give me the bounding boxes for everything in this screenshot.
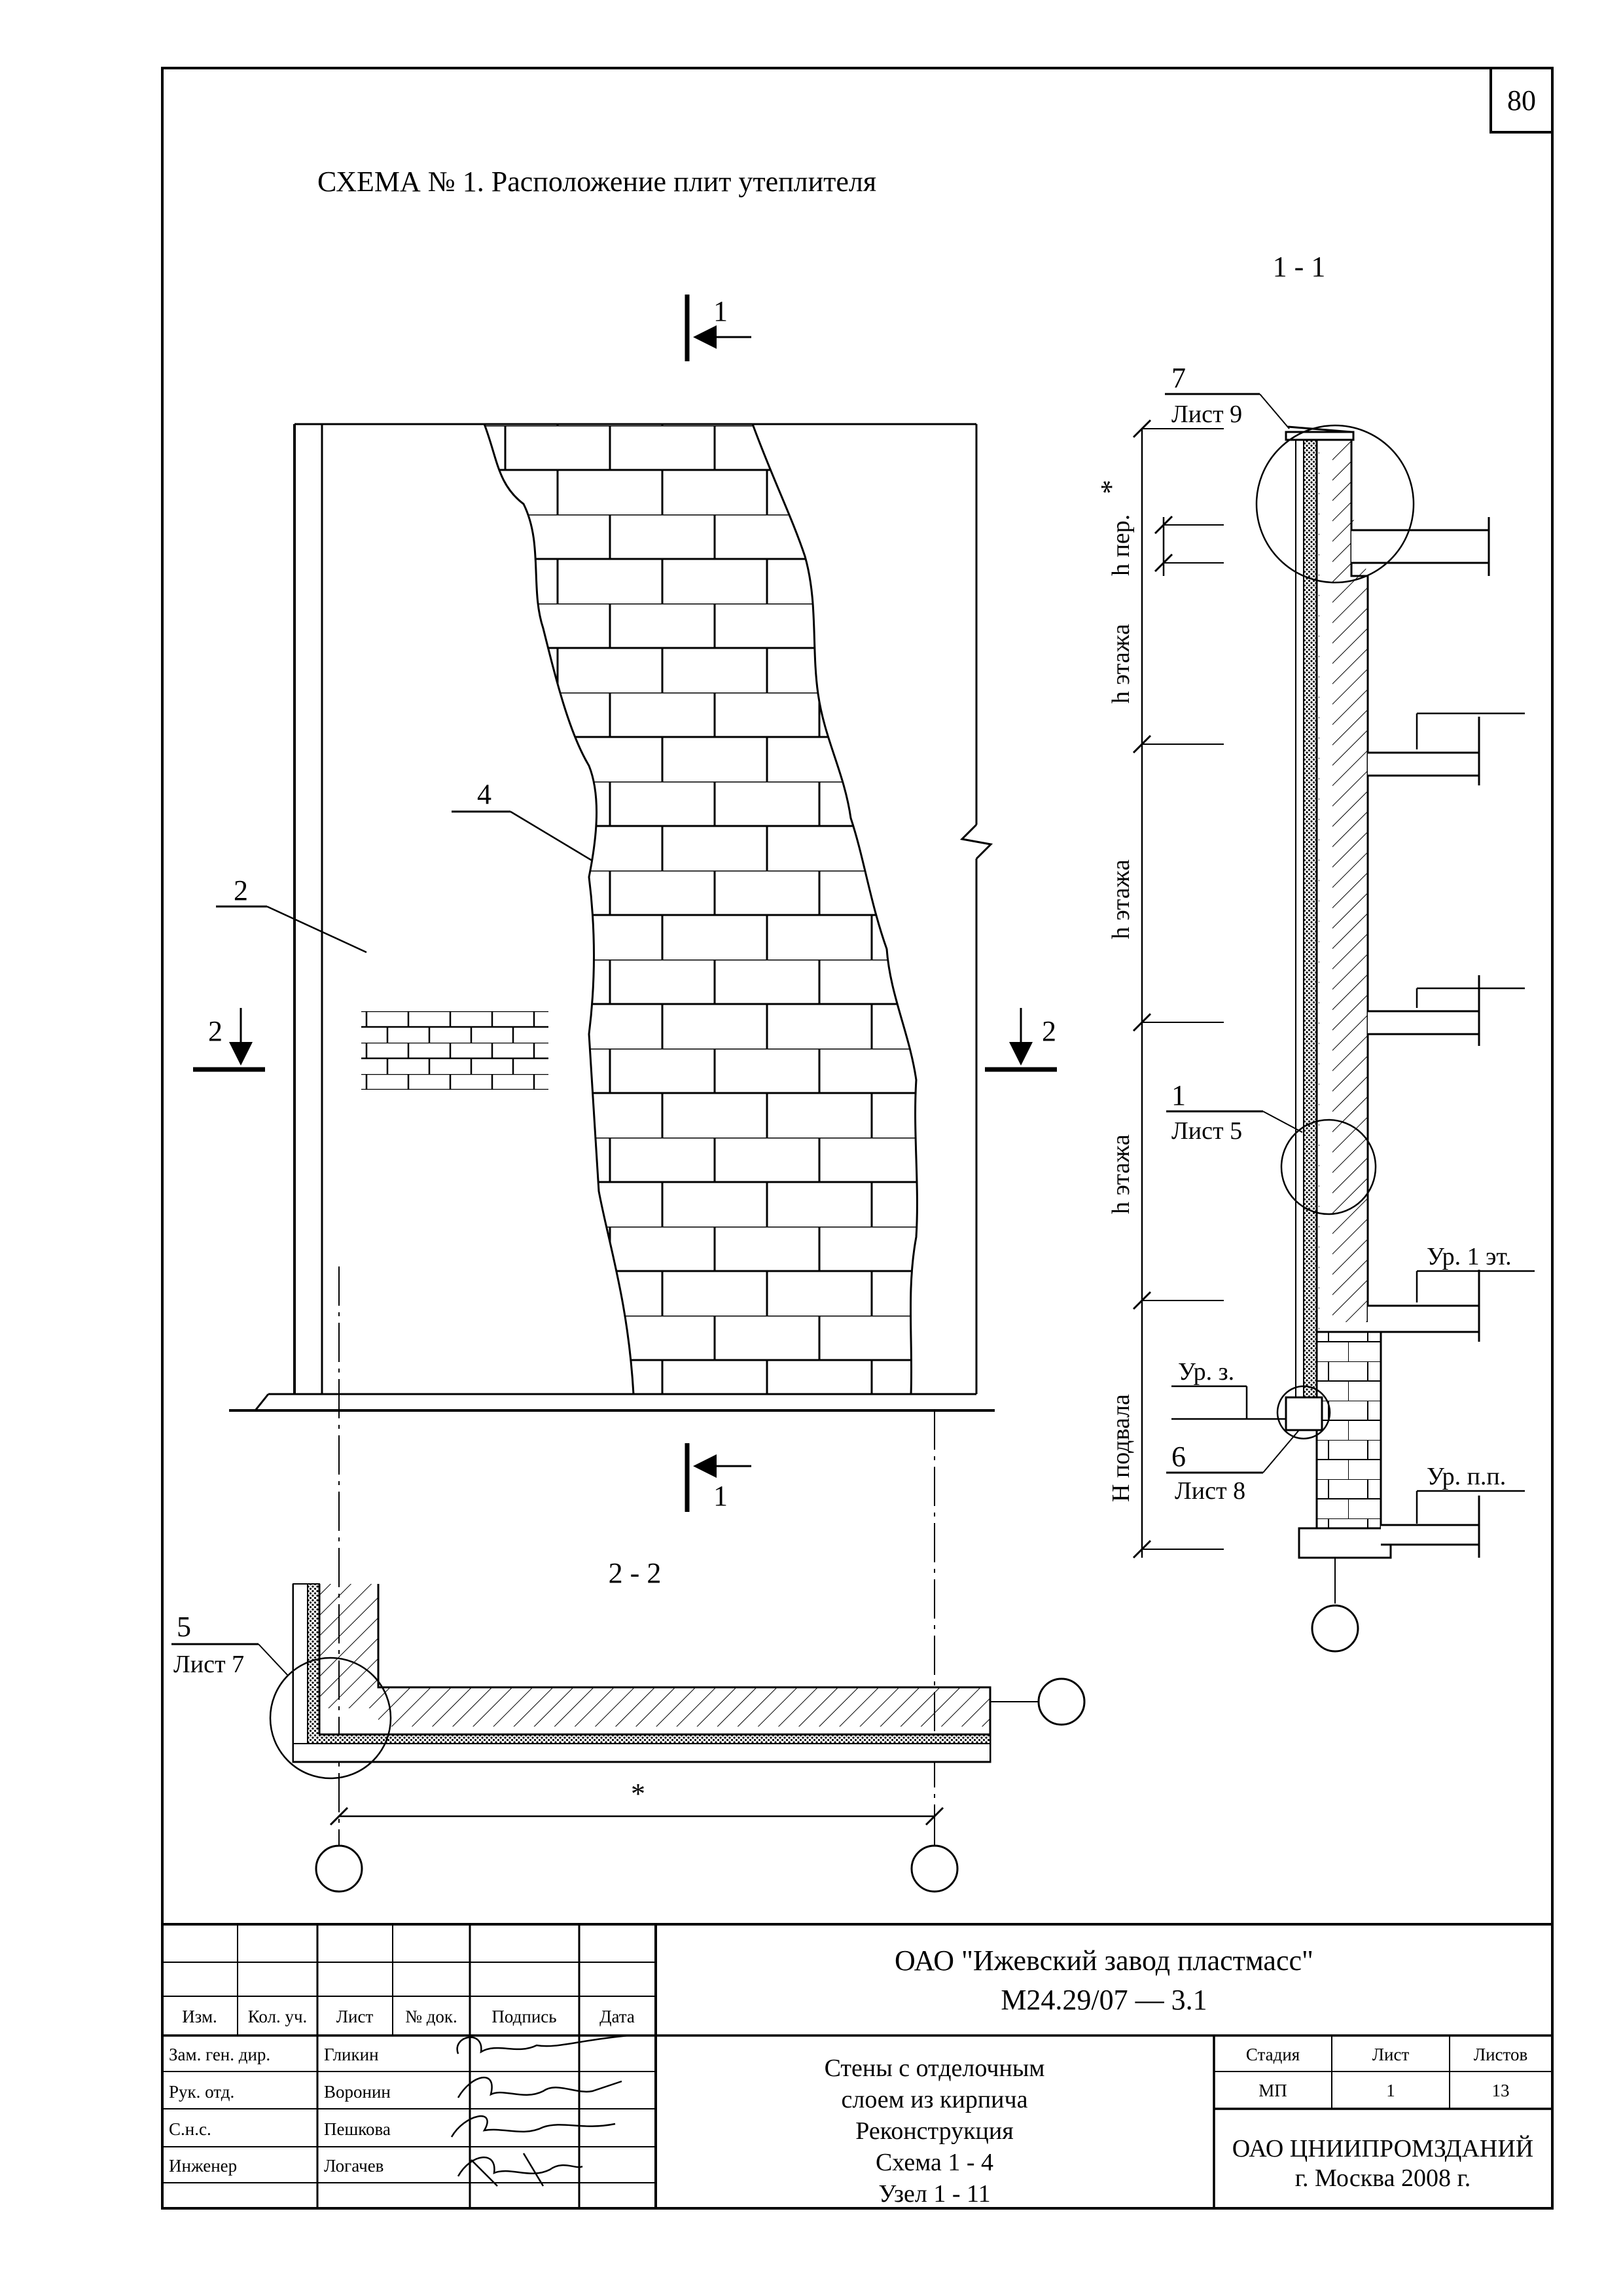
signatures	[450, 2034, 629, 2187]
sheets-label: Листов	[1474, 2045, 1527, 2064]
name-2: Воронин	[324, 2082, 391, 2102]
desc-line-4: Схема 1 - 4	[876, 2149, 993, 2176]
svg-text:2: 2	[1042, 1015, 1056, 1047]
header-izm: Изм.	[182, 2007, 217, 2026]
role-3: С.н.с.	[169, 2119, 211, 2139]
level-floor1: Ур. 1 эт.	[1416, 1243, 1535, 1302]
axis-marker-plan-left	[315, 1844, 363, 1893]
header-signature: Подпись	[491, 2007, 556, 2026]
name-1: Гликин	[324, 2045, 379, 2064]
sheet-label: Лист	[1372, 2045, 1410, 2064]
page-number: 80	[1507, 84, 1536, 117]
dim-h-floor-1: h этажа	[1107, 624, 1135, 704]
header-doc-no: № док.	[405, 2007, 457, 2026]
svg-text:Ур. з.: Ур. з.	[1178, 1358, 1234, 1386]
brick-patch	[360, 1011, 550, 1090]
callout-1: 1 Лист 5	[1166, 1079, 1303, 1145]
plan-section-2-2: *	[269, 1583, 1086, 1893]
stage-value: МП	[1258, 2081, 1287, 2100]
callout-4: 4	[477, 778, 491, 810]
section-1-1	[1255, 424, 1490, 1653]
facade-elevation	[229, 423, 995, 1833]
svg-text:1: 1	[713, 295, 728, 327]
desc-line-1: Стены с отделочным	[825, 2054, 1045, 2082]
section-1-1-title: 1 - 1	[1273, 251, 1326, 283]
desc-line-5: Узел 1 - 11	[878, 2180, 990, 2208]
svg-text:Ур. 1 эт.: Ур. 1 эт.	[1427, 1243, 1512, 1270]
sheets-value: 13	[1492, 2081, 1510, 2100]
desc-line-3: Реконструкция	[855, 2117, 1013, 2145]
callout-2: 2	[234, 874, 248, 906]
svg-text:1: 1	[713, 1480, 728, 1512]
svg-text:7: 7	[1171, 362, 1186, 394]
company: ОАО ЦНИИПРОМЗДАНИЙ	[1232, 2135, 1534, 2162]
detail-circle-5	[269, 1657, 392, 1780]
dim-h-basement: H подвала	[1107, 1394, 1135, 1502]
role-1: Зам. ген. дир.	[169, 2045, 270, 2064]
role-2: Рук. отд.	[169, 2082, 234, 2102]
header-list: Лист	[336, 2007, 374, 2026]
section-cut-1-top: 1	[685, 295, 751, 361]
callout-6: 6 Лист 8	[1166, 1429, 1300, 1505]
sheet-value: 1	[1386, 2081, 1395, 2100]
name-3: Пешкова	[324, 2119, 391, 2139]
dim-h-floor-3: h этажа	[1107, 1134, 1135, 1214]
detail-circle-7	[1255, 424, 1415, 584]
svg-text:6: 6	[1171, 1441, 1186, 1473]
organization: ОАО "Ижевский завод пластмасс"	[895, 1945, 1313, 1977]
svg-text:*: *	[631, 1778, 645, 1810]
section-cut-1-bottom: 1	[685, 1443, 751, 1512]
stage-label: Стадия	[1246, 2045, 1300, 2064]
title-block	[161, 1923, 1554, 2210]
detail-circle-1	[1280, 1119, 1377, 1215]
svg-text:5: 5	[177, 1611, 191, 1643]
svg-text:*: *	[1095, 480, 1127, 494]
svg-text:Ур. п.п.: Ур. п.п.	[1427, 1463, 1506, 1490]
section-cut-2-right: 2	[985, 1008, 1057, 1072]
header-kol-uch: Кол. уч.	[248, 2007, 308, 2026]
axis-marker-section	[1311, 1604, 1359, 1653]
page-number-box: 80	[1489, 67, 1554, 134]
svg-text:Лист 5: Лист 5	[1171, 1117, 1242, 1145]
callout-5: 5 Лист 7	[171, 1611, 289, 1678]
drawing-code: М24.29/07 — 3.1	[1001, 1984, 1207, 2016]
svg-text:Лист 8: Лист 8	[1175, 1477, 1245, 1505]
section-2-2-title: 2 - 2	[609, 1557, 662, 1589]
name-4: Логачев	[324, 2156, 383, 2176]
section-cut-2-left: 2	[193, 1008, 265, 1072]
axis-marker-plan-middle	[910, 1844, 959, 1893]
svg-text:2: 2	[208, 1015, 223, 1047]
header-date: Дата	[599, 2007, 635, 2026]
desc-line-2: слоем из кирпича	[842, 2086, 1028, 2113]
level-basement-floor: Ур. п.п.	[1416, 1463, 1525, 1524]
role-4: Инженер	[169, 2156, 237, 2176]
svg-text:Лист 9: Лист 9	[1171, 401, 1242, 428]
city-year: г. Москва 2008 г.	[1295, 2164, 1471, 2192]
dim-h-per: h пер.	[1107, 514, 1135, 576]
callout-7: 7 Лист 9	[1165, 362, 1290, 429]
svg-text:1: 1	[1171, 1079, 1186, 1111]
page-title: СХЕМА № 1. Расположение плит утеплителя	[317, 166, 876, 198]
dim-h-floor-2: h этажа	[1107, 859, 1135, 939]
axis-marker-plan-right	[1037, 1677, 1086, 1726]
level-ground: Ур. з.	[1171, 1358, 1286, 1420]
detail-circle-6	[1276, 1385, 1331, 1440]
brick-cladding	[482, 423, 918, 1395]
svg-text:Лист 7: Лист 7	[173, 1651, 244, 1678]
dimension-chain	[1132, 419, 1224, 1559]
